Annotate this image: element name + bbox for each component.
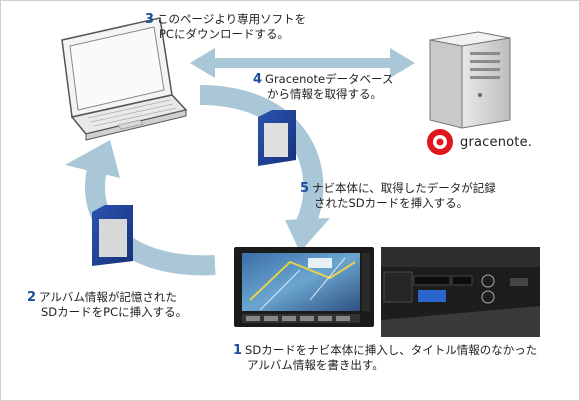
step-1-line2: アルバム情報を書き出す。 — [247, 358, 384, 372]
sd-card-top-icon — [258, 110, 296, 166]
step-3-line1: このページより専用ソフトを — [157, 12, 307, 26]
step-5-number: 5 — [300, 181, 310, 196]
step-1-number: 1 — [233, 343, 243, 358]
step-2-number: 2 — [27, 290, 37, 305]
step-3-line2: PCにダウンロードする。 — [159, 27, 289, 41]
server-icon — [429, 31, 511, 129]
curved-arrow-left-head — [65, 140, 120, 178]
navi-slot-closeup-icon — [381, 247, 540, 337]
car-navi-icon — [234, 247, 374, 327]
step-1-line1: SDカードをナビ本体に挿入し、タイトル情報のなかった — [245, 343, 538, 357]
step-5-line2: されたSDカードを挿入する。 — [314, 196, 469, 210]
gracenote-logo-icon — [427, 129, 453, 155]
gracenote-wordmark: gracenote. — [460, 135, 533, 150]
step-2-line2: SDカードをPCに挿入する。 — [41, 305, 188, 319]
step-3-number: 3 — [145, 12, 155, 27]
laptop-icon — [61, 17, 188, 141]
step-2-line1: アルバム情報が記憶された — [39, 290, 177, 304]
download-arrow — [190, 48, 415, 78]
curved-arrow-right — [199, 85, 324, 230]
step-4-line2: から情報を取得する。 — [267, 87, 382, 101]
step-4-line1: Gracenoteデータベース — [265, 72, 394, 86]
step-5-line1: ナビ本体に、取得したデータが記録 — [312, 181, 496, 195]
sd-card-left-icon — [92, 205, 133, 266]
curved-arrow-right-head — [285, 218, 330, 252]
step-4-number: 4 — [253, 72, 263, 87]
